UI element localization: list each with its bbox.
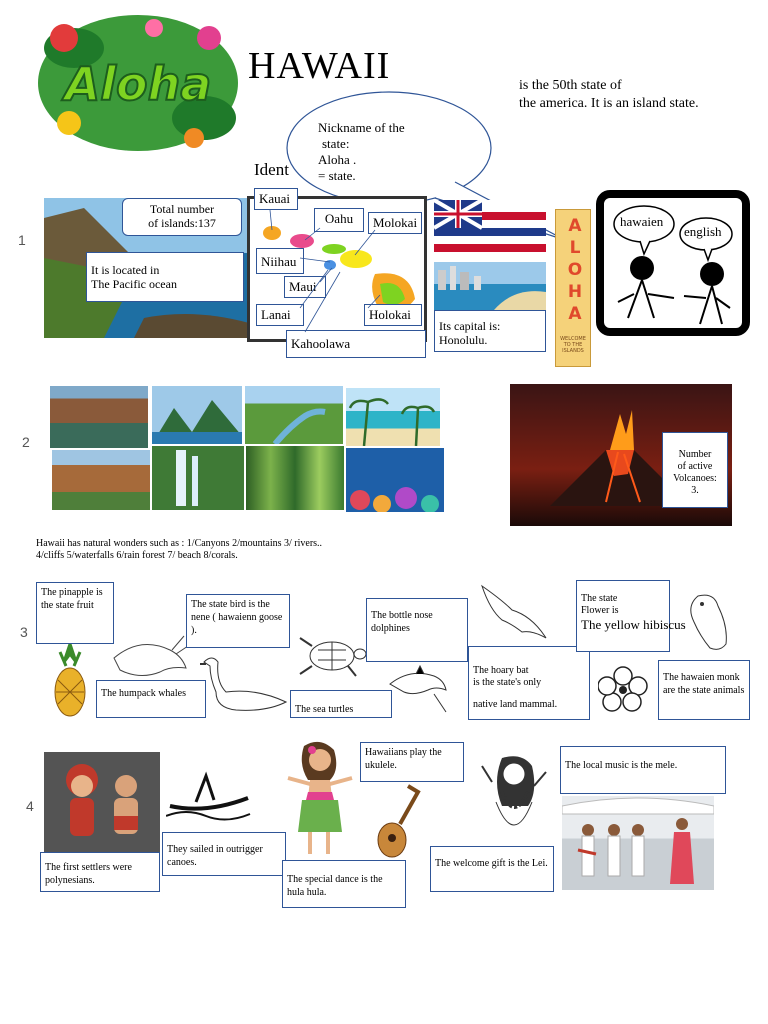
monk-seal-drawing (690, 594, 727, 650)
island-label-molokai: Molokai (368, 212, 422, 234)
state-bird-box: The state bird is the nene ( hawaienn go… (186, 594, 290, 648)
music-box: The local music is the mele. (560, 746, 726, 794)
whales-box: The humpack whales (96, 680, 206, 718)
nene-goose-drawing (200, 657, 288, 711)
sea-turtles-box: The sea turtles (290, 690, 392, 718)
dolphins-box: The bottle nose dolphines (366, 598, 468, 662)
hoary-bat-drawing (481, 584, 547, 639)
island-label-lanai: Lanai (256, 304, 304, 326)
musicians-photo (562, 796, 714, 890)
capital-line-1: Its capital is: (439, 319, 501, 333)
island-label-maui: Maui (284, 276, 326, 298)
volcano-box: Number of active Volcanoes: 3. (662, 432, 728, 508)
page-title: HAWAII (248, 45, 391, 87)
volcano-line-4: 3. (691, 485, 699, 496)
speech-line-3: Aloha . (318, 152, 357, 167)
capital-line-2: Honolulu. (439, 333, 488, 347)
lei-woman-drawing (481, 756, 547, 826)
wonders-line-1: Hawaii has natural wonders such as : 1/C… (36, 538, 323, 549)
wonder-photo-rainforest (246, 446, 344, 510)
hawaii-flag (434, 200, 546, 260)
speech-bubble-text: Nickname of the state: Aloha . = state. (318, 120, 405, 184)
island-pointer-lines (269, 209, 381, 333)
wonder-photo-mountains (152, 386, 242, 444)
wonder-photo-beach (346, 388, 440, 446)
volcano-line-2: of active (677, 461, 713, 472)
hula-dancer-drawing (287, 741, 353, 854)
row-number-2: 2 (22, 434, 30, 450)
row-number-3: 3 (20, 624, 28, 640)
islands-total-box: Total number of islands:137 (122, 198, 242, 236)
intro-line-2: the america. It is an island state. (519, 96, 699, 111)
whale-drawing (113, 635, 189, 676)
row-number-1: 1 (18, 232, 26, 248)
language-label-english: english (684, 224, 722, 239)
volcano-line-3: Volcanoes: (673, 473, 717, 484)
outrigger-canoe-drawing (166, 771, 251, 821)
volcano-line-1: Number (678, 449, 712, 460)
intro-line-1: is the 50th state of (519, 78, 622, 93)
islands-total-line-2: of islands:137 (148, 216, 216, 230)
flower-line-2: Flower is (581, 605, 619, 616)
islands-total-line-1: Total number (149, 202, 215, 216)
hibiscus-drawing (598, 666, 648, 712)
capital-box: Its capital is: Honolulu. (434, 310, 546, 352)
location-line-2: The Pacific ocean (91, 277, 177, 291)
flower-line-3: The yellow hibiscus (581, 617, 686, 632)
state-flower-box: The state Flower is The yellow hibiscus (576, 580, 686, 652)
location-line-1: It is located in (91, 263, 160, 277)
polynesian-kids-photo (44, 752, 160, 852)
canoes-box: They sailed in outrigger canoes. (162, 832, 286, 876)
wonder-photo-cliffs (52, 450, 150, 510)
location-box: It is located in The Pacific ocean (86, 252, 244, 302)
wonder-photo-corals (346, 448, 444, 512)
aloha-sign-caption: WELCOME TO THE ISLANDS (560, 336, 586, 354)
ukulele-box: Hawaiians play the ukulele. (360, 742, 464, 782)
bat-line-2: is the state's only (473, 677, 542, 688)
island-label-kauai: Kauai (254, 188, 298, 210)
speech-line-4: = state. (318, 168, 356, 183)
pineapple-drawing (54, 644, 86, 717)
pineapple-box: The pinapple is the state fruit (36, 582, 114, 644)
island-label-holokai: Holokai (364, 304, 422, 326)
island-label-niihau: Niihau (256, 248, 304, 274)
honolulu-photo (434, 262, 546, 310)
dance-box: The special dance is the hula hula. (282, 860, 406, 908)
speech-line-2: state: (322, 136, 350, 151)
island-label-oahu: Oahu (314, 208, 364, 232)
row-number-4: 4 (26, 798, 34, 814)
flower-line-1: The state (581, 593, 618, 604)
bat-line-3: native land mammal. (473, 699, 558, 710)
hoary-bat-box: The hoary bat is the state's only native… (468, 646, 590, 720)
settlers-box: The first settlers were polynesians. (40, 852, 160, 892)
lei-box: The welcome gift is the Lei. (430, 846, 554, 892)
wonder-photo-river (245, 386, 343, 444)
sea-turtle-drawing (299, 637, 367, 677)
bat-line-1: The hoary bat (473, 665, 529, 676)
monk-seal-box: The hawaien monk are the state animals (658, 660, 750, 720)
language-illustration: hawaien english (596, 190, 750, 336)
language-label-hawaien: hawaien (620, 214, 664, 229)
ukulele-drawing (377, 784, 421, 858)
dolphin-drawing (389, 664, 447, 713)
svg-text:Aloha: Aloha (62, 57, 212, 111)
wonder-photo-canyon (50, 386, 148, 448)
speech-line-1: Nickname of the (318, 120, 405, 135)
aloha-sign: ALOHA WELCOME TO THE ISLANDS (555, 209, 591, 367)
aloha-sign-text: ALOHA (565, 216, 585, 326)
aloha-logo: Aloha (34, 8, 242, 158)
partial-heading: Ident (254, 160, 289, 179)
wonder-photo-waterfall (152, 446, 244, 510)
island-label-kahoolawa: Kahoolawa (286, 330, 426, 358)
wonders-line-2: 4/cliffs 5/waterfalls 6/rain forest 7/ b… (36, 550, 238, 561)
